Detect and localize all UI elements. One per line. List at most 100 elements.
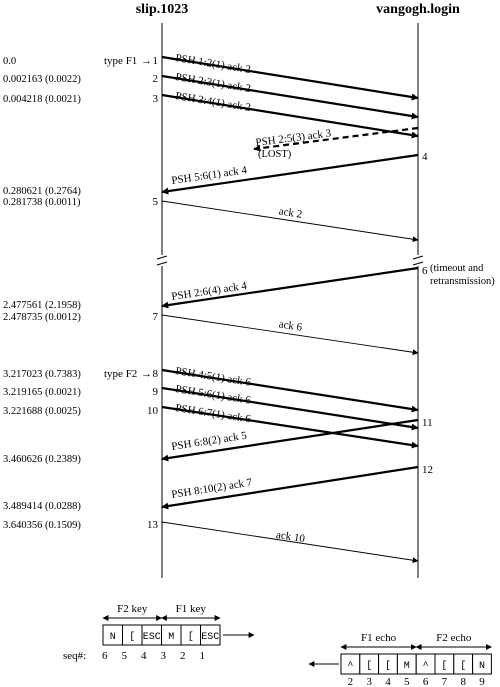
segment-arrow xyxy=(161,368,419,413)
segment-label: PSH 2:5(3) ack 3 xyxy=(255,127,332,149)
segment-number: 11 xyxy=(422,417,433,429)
segment-arrow xyxy=(161,465,419,510)
segment-number: 4 xyxy=(422,151,428,163)
segment-arrow xyxy=(161,153,419,195)
echo-buffer: F1 echo F2 echo ^ 2 [3 [4 M 5 ^ 6 [7 [8 N 9 xyxy=(308,632,492,687)
timestamp: 3.640356 (0.1509) xyxy=(3,520,81,531)
left-host-title: slip.1023 xyxy=(136,2,189,17)
echo-cell xyxy=(472,653,492,675)
timestamp: 0.004218 (0.0021) xyxy=(3,94,81,105)
echo-seq-number: 9 xyxy=(479,676,485,687)
buffer-cell-char: ESC xyxy=(201,632,219,643)
seq-number: 6 xyxy=(102,650,108,662)
timestamp: 3.221688 (0.0025) xyxy=(3,406,81,417)
segment-arrow xyxy=(161,521,419,564)
echo-cell-char: N xyxy=(479,661,485,672)
key-event-arrow: → xyxy=(141,55,152,67)
segment-arrow xyxy=(161,314,419,356)
segment-number: 10 xyxy=(147,405,159,417)
left-timeline-break xyxy=(156,255,168,266)
segment-label: ack 6 xyxy=(278,318,304,333)
echo-seq-number: 3 xyxy=(366,676,372,687)
segment-number: 6 xyxy=(422,265,428,277)
echo-seq-number: 5 xyxy=(404,676,410,687)
echo-cell-char: [ xyxy=(460,660,466,672)
echo-seq-number: 8 xyxy=(460,676,466,687)
seq-number: 5 xyxy=(122,650,128,662)
segment-arrow xyxy=(161,386,419,431)
timeout-note-line1: (timeout and xyxy=(430,263,484,274)
f2-key-label: F2 key xyxy=(117,603,148,615)
segment-label: PSH 6:7(1) ack 6 xyxy=(175,402,253,425)
echo-cell-char: M xyxy=(404,661,410,672)
key-events: type F1 → type F2 → xyxy=(104,55,152,380)
buffer-cell-char: [ xyxy=(129,631,135,643)
segment-number: 12 xyxy=(422,464,433,476)
segment-arrow xyxy=(161,55,419,101)
echo-cell-char: [ xyxy=(366,660,372,672)
timestamp: 2.477561 (2.1958) xyxy=(3,300,81,311)
echo-seq-number: 4 xyxy=(385,676,391,687)
segment-number: 13 xyxy=(147,519,159,531)
timestamp: 0.281738 (0.0011) xyxy=(3,197,81,208)
seq-number: 2 xyxy=(180,650,186,662)
segment-arrow xyxy=(161,266,419,309)
seq-number: 4 xyxy=(141,650,147,662)
timestamp: 3.217023 (0.7383) xyxy=(3,369,81,380)
buffer-cell-char: ESC xyxy=(143,632,161,643)
f1-echo-label: F1 echo xyxy=(361,632,397,644)
segment-label: ack 10 xyxy=(275,529,306,545)
echo-seq-number: 7 xyxy=(442,676,448,687)
right-host-title: vangogh.login xyxy=(376,2,460,17)
timestamps: 0.0 0.002163 (0.0022) 0.004218 (0.0021) 0.2… xyxy=(3,56,81,531)
segment-label: PSH 6:8(2) ack 5 xyxy=(171,430,249,453)
lost-note: (LOST) xyxy=(258,149,292,160)
f2-echo-label: F2 echo xyxy=(436,632,472,644)
timestamp: 2.478735 (0.0012) xyxy=(3,312,81,323)
right-segment-numbers: 4 6 11 12 xyxy=(422,151,433,476)
echo-cell-char: ^ xyxy=(347,661,353,672)
key-event-label: type F2 xyxy=(104,368,137,380)
key-event-arrow: → xyxy=(141,368,152,380)
buffer-cell-char: M xyxy=(168,632,174,643)
segment-number: 9 xyxy=(153,386,159,398)
echo-cell-char: ^ xyxy=(423,661,429,672)
segment-number: 5 xyxy=(153,196,159,208)
segment-label: ack 2 xyxy=(278,205,303,220)
echo-cell-char: [ xyxy=(385,660,391,672)
segment-label: PSH 8:10(2) ack 7 xyxy=(171,476,254,501)
right-timeline-break xyxy=(412,255,424,266)
segment-number: 1 xyxy=(153,55,159,67)
timestamp: 0.280621 (0.2764) xyxy=(3,186,81,197)
segment-arrow xyxy=(253,126,419,152)
seq-number: 1 xyxy=(200,650,206,662)
segment-label: PSH 5:6(1) ack 4 xyxy=(171,164,249,187)
segment-arrow xyxy=(161,200,419,243)
timestamp: 3.489414 (0.0288) xyxy=(3,501,81,512)
segment-number: 8 xyxy=(153,368,159,380)
timestamp: 3.219165 (0.0021) xyxy=(3,387,81,398)
buffer-cell xyxy=(200,624,221,646)
segment-arrow xyxy=(161,418,419,462)
seq-number: 3 xyxy=(161,650,167,662)
seq-label: seq#: xyxy=(63,650,86,662)
segment-number: 7 xyxy=(153,311,159,323)
echo-cell-char: [ xyxy=(441,660,447,672)
segment-arrow xyxy=(161,74,419,120)
timestamp: 0.0 xyxy=(3,56,16,67)
timestamp: 0.002163 (0.0022) xyxy=(3,74,81,85)
timestamp: 3.460626 (0.2389) xyxy=(3,454,81,465)
segment-number: 2 xyxy=(153,73,159,85)
segment-label: PSH 3:4(1) ack 2 xyxy=(175,90,252,114)
echo-seq-number: 2 xyxy=(348,676,354,687)
segment-arrow xyxy=(161,93,419,139)
segment-arrow xyxy=(161,405,419,449)
echo-seq-number: 6 xyxy=(423,676,429,687)
buffer-cell-char: N xyxy=(110,632,116,643)
key-event-label: type F1 xyxy=(104,55,137,67)
timeout-note-line2: retransmission) xyxy=(430,276,495,287)
